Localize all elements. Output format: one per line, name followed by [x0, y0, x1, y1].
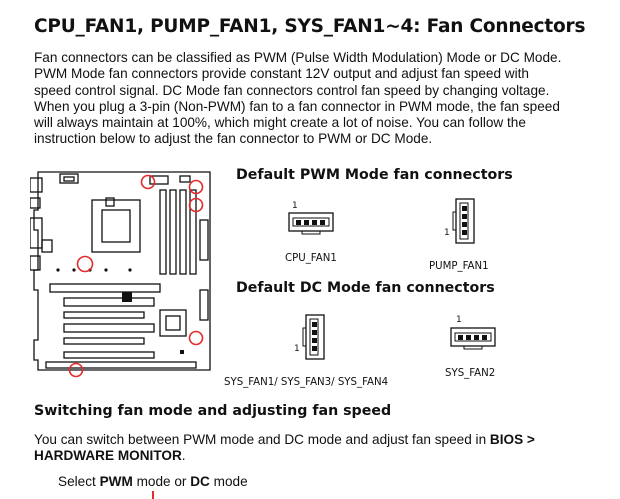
- intro-paragraph: Fan connectors can be classified as PWM …: [34, 50, 619, 148]
- hardware-monitor-bold: HARDWARE MONITOR: [34, 448, 182, 464]
- sys-fan-group-label: SYS_FAN1/ SYS_FAN3/ SYS_FAN4: [224, 377, 389, 388]
- intro-line: will always maintain at 100%, which migh…: [34, 115, 526, 131]
- pin-1-label: 1: [444, 228, 450, 238]
- select-text: mode: [209, 474, 248, 489]
- pwm-bold: PWM: [99, 474, 133, 489]
- intro-line: PWM Mode fan connectors provide constant…: [34, 66, 529, 82]
- pin-1-label: 1: [292, 201, 298, 211]
- highlight-sys-fan: [188, 330, 204, 346]
- intro-line: Fan connectors can be classified as PWM …: [34, 50, 562, 65]
- motherboard-diagram: [30, 171, 211, 378]
- pin-1-label: 1: [456, 315, 462, 325]
- cpu-fan-connector-icon: [288, 212, 334, 235]
- highlight-cpu-fan: [140, 174, 156, 190]
- pin-1-label: 1: [294, 344, 300, 354]
- bios-path-bold: BIOS >: [489, 432, 535, 447]
- section-heading: Switching fan mode and adjusting fan spe…: [34, 403, 392, 419]
- highlight-sys-fan: [76, 255, 94, 273]
- dc-mode-heading: Default DC Mode fan connectors: [236, 280, 495, 296]
- para-text: You can switch between PWM mode and DC m…: [34, 432, 490, 447]
- intro-line: speed control signal. DC Mode fan connec…: [34, 82, 550, 98]
- intro-line: instruction below to adjust the fan conn…: [34, 131, 433, 147]
- select-text: mode or: [132, 474, 191, 489]
- dc-bold: DC: [190, 474, 210, 489]
- sys-fan2-label: SYS_FAN2: [445, 368, 496, 379]
- pwm-mode-heading: Default PWM Mode fan connectors: [236, 167, 513, 183]
- highlight-pump-fan: [188, 179, 204, 195]
- intro-line: When you plug a 3-pin (Non-PWM) fan to a…: [34, 98, 560, 114]
- sys-fan-group-connector-icon: [302, 314, 325, 360]
- cpu-fan-label: CPU_FAN1: [285, 253, 337, 264]
- para-end: .: [181, 448, 186, 464]
- section-paragraph: You can switch between PWM mode and DC m…: [34, 432, 619, 465]
- red-pointer-mark: [152, 491, 154, 499]
- select-mode-instruction: Select PWM mode or DC mode: [58, 474, 248, 489]
- sys-fan2-connector-icon: [450, 327, 496, 350]
- select-text: Select: [58, 474, 100, 489]
- pump-fan-label: PUMP_FAN1: [429, 261, 489, 272]
- highlight-sys-fan: [188, 197, 204, 213]
- pump-fan-connector-icon: [452, 198, 475, 244]
- highlight-sys-fan: [68, 362, 84, 378]
- page-title: CPU_FAN1, PUMP_FAN1, SYS_FAN1~4: Fan Con…: [34, 16, 586, 37]
